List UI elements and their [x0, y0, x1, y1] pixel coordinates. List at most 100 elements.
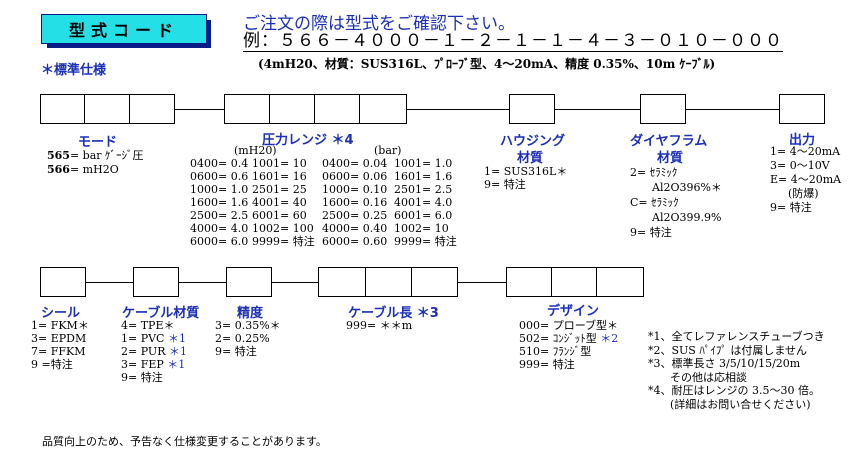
pressure-item: 9999= 特注 [394, 235, 457, 248]
design-item: 502= ｺﾝｼﾞｯﾄ型 ＊2 [519, 332, 619, 345]
code-box-cable-length-3 [411, 267, 458, 297]
note-item: *2、SUS ﾊﾟｲﾌﾟ は付属しません [648, 343, 808, 357]
pressure-item: 6000= 6.0 [190, 235, 249, 248]
pressure-item: 1601= 16 [252, 170, 307, 183]
code-box-cable-material [133, 267, 179, 297]
diaphragm-list: 2= ｾﾗﾐｯｸ Al2O396%＊ C= ｾﾗﾐｯｸ Al2O399.9% 9… [630, 165, 722, 240]
housing-list: 1= SUS316L＊ 9= 特注 [484, 165, 567, 191]
seal-item: 7= FFKM [31, 345, 86, 358]
pressure-item: 1001= 1.0 [394, 157, 453, 170]
cable-material-item: 2= PUR ＊1 [121, 345, 187, 358]
unit-bar-label: (bar) [374, 144, 402, 157]
cable-material-list: 4= TPE＊ 1= PVC ＊1 2= PUR ＊1 3= FEP ＊1 9=… [121, 319, 187, 384]
pressure-item: 1601= 1.6 [394, 170, 453, 183]
pressure-item: 4001= 4.0 [394, 196, 453, 209]
housing-item: 1= SUS316L＊ [484, 165, 568, 178]
pressure-item: 6000= 0.60 [322, 235, 388, 248]
cable-length-heading: ケーブル長 ＊3 [348, 306, 439, 321]
cable-material-item: 3= FEP ＊1 [121, 358, 186, 371]
footer-disclaimer: 品質向上のため、予告なく仕様変更することがあります。 [42, 435, 327, 448]
mode-item-565: 565= bar ｹﾞｰｼﾞ圧 [47, 149, 144, 162]
code-box-pressure-1 [224, 94, 270, 124]
pressure-col-3: 0400= 0.04 0600= 0.06 1000= 0.10 1600= 0… [322, 157, 387, 248]
code-box-cable-length-2 [365, 267, 412, 297]
cable-length-list: 999= ＊＊m [346, 319, 412, 332]
cable-material-item: 4= TPE＊ [121, 319, 175, 332]
cable-material-item: 9= 特注 [121, 371, 163, 384]
code-box-pressure-2 [269, 94, 315, 124]
design-heading: デザイン [547, 304, 600, 319]
mode-item-566: 566= mH2O [47, 163, 119, 176]
row1-connector-line [40, 109, 825, 110]
note-item: *3、標準長さ 3/5/10/15/20m [648, 357, 801, 370]
pressure-item: 2500= 0.25 [322, 209, 388, 222]
code-box-cable-length-1 [318, 267, 366, 297]
output-item: 9= 特注 [770, 201, 812, 214]
diaphragm-item: 9= 特注 [630, 226, 672, 239]
code-box-diaphragm [640, 94, 686, 124]
example-description: (4mH20、材質：SUS316L、ﾌﾟﾛｰﾌﾞ型、4～20mA、精度 0.35… [258, 57, 716, 71]
housing-item: 9= 特注 [484, 178, 526, 191]
output-item: 3= 0～10V [770, 159, 830, 172]
pressure-item: 6001= 60 [252, 209, 307, 222]
pressure-range-heading: 圧力レンジ ＊4 [262, 133, 354, 148]
accuracy-item: 3= 0.35%＊ [215, 319, 281, 332]
seal-item: 9 =特注 [31, 358, 73, 371]
model-code-badge: 型式コード [41, 14, 211, 48]
pressure-item: 1600= 0.16 [322, 196, 388, 209]
order-notice: ご注文の際は型式をご確認下さい。 [243, 14, 515, 34]
diaphragm-item: 2= ｾﾗﾐｯｸ [630, 166, 678, 179]
pressure-item: 2500= 2.5 [190, 209, 249, 222]
seal-item: 1= FKM＊ [31, 319, 89, 332]
pressure-item: 4000= 0.40 [322, 222, 388, 235]
code-box-mode-3 [129, 94, 175, 124]
pressure-item: 0400= 0.4 [190, 157, 249, 170]
diaphragm-item: C= ｾﾗﾐｯｸ [630, 196, 679, 209]
pressure-item: 1002= 10 [394, 222, 449, 235]
code-box-design-1 [506, 267, 552, 297]
code-box-design-3 [596, 267, 644, 297]
pressure-item: 6001= 6.0 [394, 209, 453, 222]
code-box-output [779, 94, 825, 124]
design-item: 510= ﾌﾗﾝｼﾞ型 [519, 345, 592, 358]
pressure-item: 2501= 2.5 [394, 183, 453, 196]
pressure-item: 0600= 0.6 [190, 170, 249, 183]
accuracy-item: 9= 特注 [215, 345, 257, 358]
diaphragm-item: Al2O399.9% [652, 211, 722, 224]
pressure-item: 2501= 25 [252, 183, 307, 196]
output-item: (防爆) [788, 187, 819, 200]
code-box-design-2 [551, 267, 597, 297]
pressure-item: 4000= 4.0 [190, 222, 249, 235]
pressure-item: 0600= 0.06 [322, 170, 388, 183]
pressure-item: 1001= 10 [252, 157, 307, 170]
accuracy-list: 3= 0.35%＊ 2= 0.25% 9= 特注 [215, 319, 281, 358]
output-list: 1= 4～20mA 3= 0～10V E= 4～20mA (防爆) 9= 特注 [770, 145, 841, 215]
pressure-item: 4001= 40 [252, 196, 307, 209]
unit-mh2o-label: (mH20) [234, 144, 277, 157]
seal-list: 1= FKM＊ 3= EPDM 7= FFKM 9 =特注 [31, 319, 89, 371]
model-code-title: 型式コード [41, 14, 207, 44]
accuracy-item: 2= 0.25% [215, 332, 270, 345]
code-box-mode-2 [84, 94, 130, 124]
diaphragm-material-heading: 材質 [657, 151, 684, 166]
housing-material-heading: 材質 [517, 151, 544, 166]
code-box-pressure-3 [314, 94, 360, 124]
pressure-col-1: 0400= 0.4 0600= 0.6 1000= 1.0 1600= 1.6 … [190, 157, 248, 248]
pressure-col-4: 1001= 1.0 1601= 1.6 2501= 2.5 4001= 4.0 … [394, 157, 457, 248]
accuracy-heading: 精度 [237, 306, 264, 321]
code-box-housing [509, 94, 555, 124]
code-box-accuracy [226, 267, 272, 297]
pressure-item: 1002= 100 [252, 222, 314, 235]
diaphragm-heading: ダイヤフラム [630, 134, 708, 149]
note-item: *4、耐圧はレンジの 3.5～30 倍。 [648, 384, 820, 397]
design-item: 999= 特注 [519, 358, 575, 371]
pressure-col-2: 1001= 10 1601= 16 2501= 25 4001= 40 6001… [252, 157, 315, 248]
standard-spec-label: ＊標準仕様 [41, 63, 107, 78]
cable-material-item: 1= PVC ＊1 [121, 332, 186, 345]
cable-material-heading: ケーブル材質 [122, 306, 200, 321]
pressure-item: 9999= 特注 [252, 235, 315, 248]
code-box-seal [40, 267, 86, 297]
pressure-item: 1000= 1.0 [190, 183, 249, 196]
cable-length-item: 999= ＊＊m [346, 319, 413, 332]
pressure-item: 0400= 0.04 [322, 157, 388, 170]
